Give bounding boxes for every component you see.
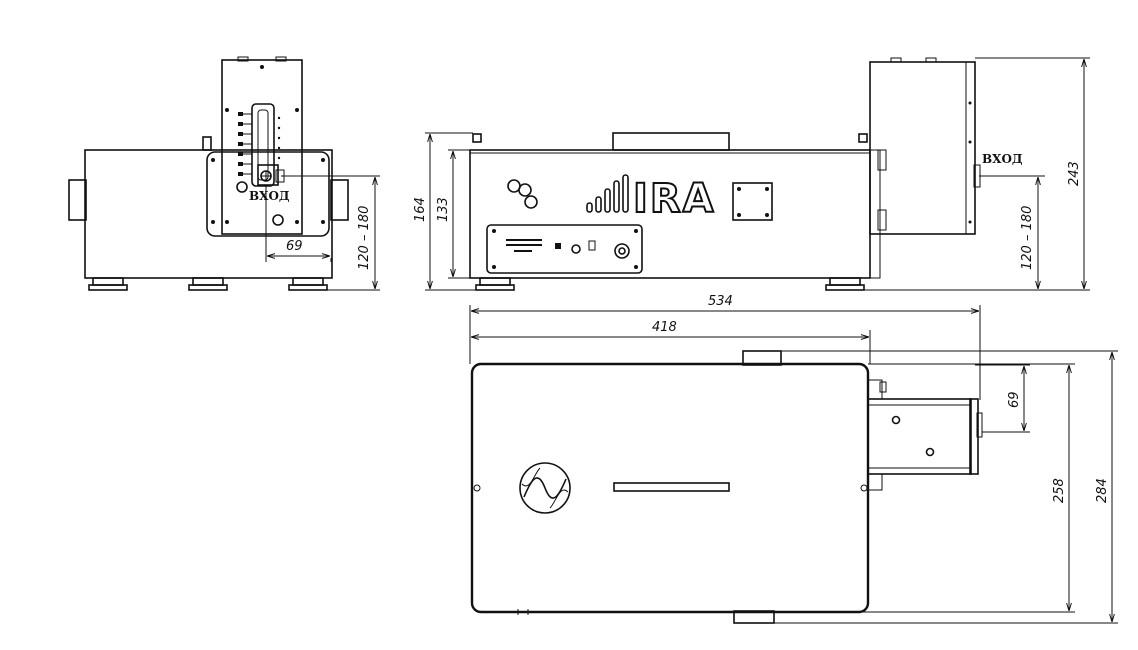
dim-left-offset: 69 [286,239,303,254]
brand-logo: IRA [633,176,716,222]
dim-right-height-total: 243 [1067,161,1082,186]
right-knob [330,179,349,221]
foot-pad [88,284,128,291]
dim-overall-length: 534 [708,294,733,309]
dim-body-length: 418 [652,320,677,335]
dim-front-height-total: 164 [413,197,428,222]
top-slot [613,482,730,492]
side-view-left: ВХОД 69 120 – 180 [68,56,380,291]
connector-icon [614,243,630,259]
hole-icon [272,214,284,226]
dim-right-height-range: 120 – 180 [1020,206,1035,270]
spiral-logo-icon [519,462,571,514]
screw-icon [211,220,215,224]
foot-pad [288,284,328,291]
dim-depth-body: 258 [1052,478,1067,503]
front-view: IRA 164 133 [413,132,887,291]
foot [292,277,324,286]
bubble-icon [518,183,532,197]
monochromator-side [869,61,976,235]
bubble-icon [507,179,521,193]
side-view-right: ВХОД 120 – 180 243 [864,57,1090,291]
dim-front-height-body: 133 [436,197,451,222]
switch-icon [555,243,561,249]
top-body [470,362,870,614]
monochromator-plate [221,59,303,235]
screw-icon [321,158,325,162]
dim-left-height-range: 120 – 180 [357,206,372,270]
window-panel [732,182,773,221]
input-label-right: ВХОД [982,152,1023,166]
foot [192,277,224,286]
bubble-icon [524,195,538,209]
top-view: 534 418 69 [469,294,1118,624]
dim-depth-total: 284 [1095,478,1110,503]
screw-icon [321,220,325,224]
top-screw [202,136,212,151]
input-label-left: ВХОД [249,189,290,203]
foot [92,277,124,286]
foot-pad [188,284,228,291]
screw-icon [211,158,215,162]
power-button-icon [571,244,581,254]
hole-icon [236,181,248,193]
slit-assembly [251,103,275,187]
left-knob [68,179,87,221]
top-cover [612,132,730,151]
control-panel [486,224,643,274]
dim-top-offset: 69 [1007,391,1022,408]
signal-bars-icon [586,174,629,213]
monochromator-top [867,398,972,475]
side-body [84,149,333,279]
